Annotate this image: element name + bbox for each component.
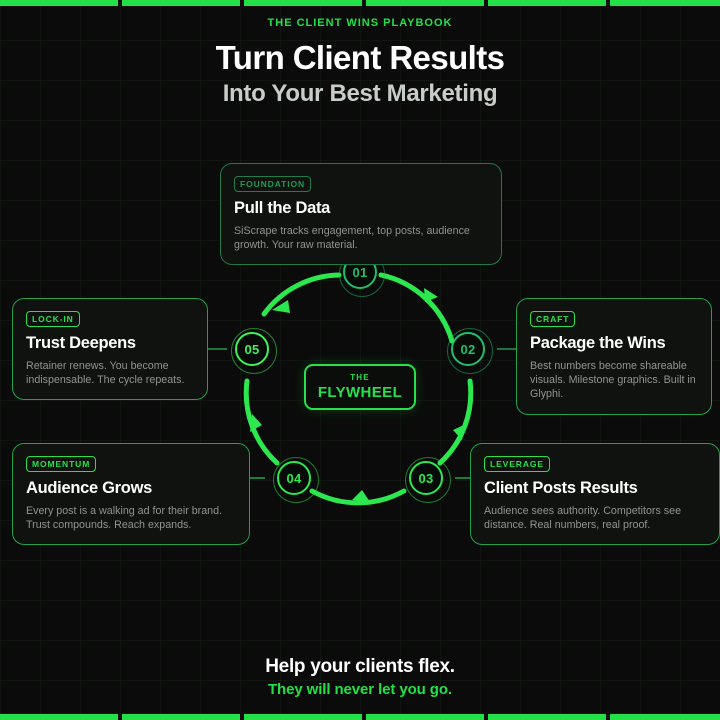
eyebrow-label: THE CLIENT WINS PLAYBOOK — [267, 17, 453, 29]
flywheel-node-02[interactable]: 02 — [447, 328, 493, 374]
step-card-craft[interactable]: CRAFT Package the Wins Best numbers beco… — [516, 298, 712, 415]
hub-main-label: FLYWHEEL — [317, 384, 403, 401]
flywheel-hub: THE FLYWHEEL — [304, 364, 416, 410]
footer: Help your clients flex. They will never … — [0, 656, 720, 698]
step-badge: FOUNDATION — [234, 175, 312, 192]
page-subtitle: Into Your Best Marketing — [222, 79, 498, 107]
step-body: Every post is a walking ad for their bra… — [26, 505, 223, 532]
node-halo-ring — [447, 328, 493, 374]
step-badge: LOCK-IN — [26, 310, 80, 327]
step-card-momentum[interactable]: MOMENTUM Audience Grows Every post is a … — [12, 443, 250, 546]
node-halo-ring — [405, 457, 451, 503]
step-title: Pull the Data — [234, 199, 331, 217]
footer-primary-line: Help your clients flex. — [265, 656, 455, 677]
step-card-leverage[interactable]: LEVERAGE Client Posts Results Audience s… — [470, 443, 720, 546]
step-body: Best numbers become shareable visuals. M… — [530, 360, 696, 401]
step-title: Audience Grows — [26, 479, 152, 497]
flywheel-node-03[interactable]: 03 — [405, 457, 451, 503]
step-body: Audience sees authority. Competitors see… — [484, 505, 682, 532]
page-title: Turn Client Results — [215, 39, 505, 76]
step-card-foundation[interactable]: FOUNDATION Pull the Data SiScrape tracks… — [220, 163, 502, 266]
footer-secondary-line: They will never let you go. — [267, 681, 452, 698]
flywheel-node-05[interactable]: 05 — [231, 328, 277, 374]
hub-small-label: THE — [350, 373, 370, 382]
step-body: SiScrape tracks engagement, top posts, a… — [234, 225, 470, 252]
step-badge: LEVERAGE — [484, 455, 550, 472]
step-card-lock-in[interactable]: LOCK-IN Trust Deepens Retainer renews. Y… — [12, 298, 208, 401]
flywheel-node-04[interactable]: 04 — [273, 457, 319, 503]
step-title: Package the Wins — [530, 334, 666, 352]
node-halo-ring — [273, 457, 319, 503]
header: THE CLIENT WINS PLAYBOOK Turn Client Res… — [0, 17, 720, 108]
top-accent-bar — [0, 0, 720, 6]
step-title: Trust Deepens — [26, 334, 136, 352]
step-title: Client Posts Results — [484, 479, 638, 497]
bottom-accent-bar — [0, 714, 720, 720]
step-body: Retainer renews. You become indispensabl… — [26, 360, 185, 387]
step-badge: CRAFT — [530, 310, 576, 327]
step-badge: MOMENTUM — [26, 455, 97, 472]
node-halo-ring — [231, 328, 277, 374]
